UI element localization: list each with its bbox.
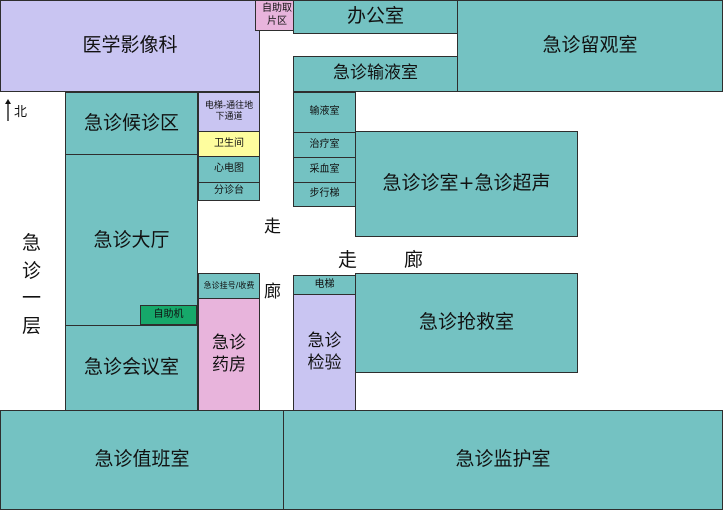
room-observation: 急诊留观室	[457, 0, 723, 92]
room-duty: 急诊值班室	[0, 410, 284, 510]
room-infusion-main: 急诊输液室	[293, 56, 458, 92]
room-register: 急诊挂号/收费	[198, 273, 260, 299]
room-infusion-small: 输液室	[293, 92, 356, 133]
room-meeting: 急诊会议室	[65, 325, 198, 411]
self-service-machine: 自助机	[140, 305, 197, 325]
corridor-h-char-1: 走	[338, 249, 358, 271]
room-icu: 急诊监护室	[283, 410, 723, 510]
room-ecg: 心电图	[198, 156, 260, 183]
north-arrow-icon	[5, 99, 11, 121]
room-clinic-ultrasound: 急诊诊室+急诊超声	[355, 131, 578, 237]
room-lab: 急诊检验	[293, 294, 356, 411]
room-triage: 分诊台	[198, 182, 260, 201]
room-office: 办公室	[293, 0, 458, 34]
floor-label: 急 诊 一 层	[22, 232, 42, 337]
corridor-v-char-2: 廊	[264, 282, 281, 302]
room-blood: 采血室	[293, 157, 356, 183]
elevator-underground: 电梯-通往地下通道	[198, 92, 260, 132]
corridor-h-char-2: 廊	[404, 249, 424, 271]
room-treatment: 治疗室	[293, 132, 356, 158]
room-stairs: 步行梯	[293, 182, 356, 207]
room-hall: 急诊大厅	[65, 154, 198, 327]
room-waiting: 急诊候诊区	[65, 92, 198, 155]
room-self-film: 自助取片区	[255, 0, 299, 31]
room-imaging: 医学影像科	[0, 0, 260, 92]
room-rescue: 急诊抢救室	[355, 273, 578, 373]
corridor-v-char-1: 走	[264, 217, 281, 237]
room-pharmacy: 急诊药房	[198, 298, 260, 411]
room-restroom: 卫生间	[198, 131, 260, 157]
room-elevator: 电梯	[293, 275, 356, 295]
north-label: 北	[14, 105, 28, 120]
